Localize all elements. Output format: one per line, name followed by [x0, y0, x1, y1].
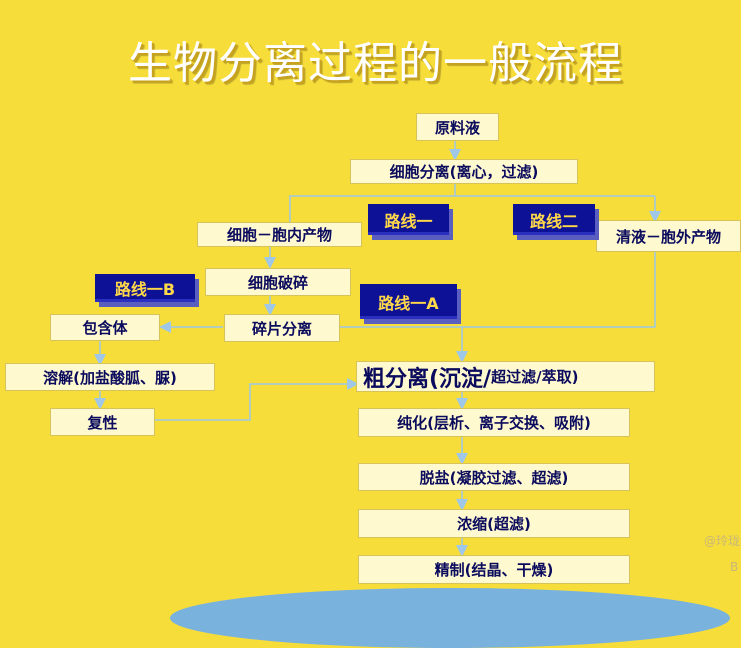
- node-renaturation: 复性: [50, 408, 155, 436]
- node-dissolution: 溶解(加盐酸胍、脲): [5, 363, 215, 391]
- node-crude-separation: 粗分离(沉淀/超过滤/萃取): [356, 361, 655, 392]
- node-purification: 纯化(层析、离子交换、吸附): [358, 408, 630, 437]
- node-refining: 精制(结晶、干燥): [358, 555, 630, 584]
- route-label-1: 路线一: [368, 204, 449, 235]
- watermark-text: @玲珑: [704, 534, 741, 548]
- node-inclusion-body: 包含体: [50, 314, 160, 341]
- slide-title: 生物分离过程的一般流程: [128, 38, 623, 89]
- node-cell-disruption: 细胞破碎: [205, 268, 351, 296]
- node-extracellular: 清液－胞外产物: [596, 220, 741, 252]
- route-label-1a: 路线一A: [360, 284, 457, 319]
- crude-separation-rest: 超过滤/萃取): [491, 368, 579, 386]
- node-concentration: 浓缩(超滤): [358, 509, 630, 538]
- node-cell-separation: 细胞分离(离心，过滤): [350, 159, 578, 184]
- crude-separation-main: 粗分离(沉淀/: [363, 366, 492, 392]
- node-debris-separation: 碎片分离: [224, 314, 340, 342]
- node-intracellular: 细胞－胞内产物: [197, 222, 362, 247]
- route-label-2: 路线二: [513, 204, 595, 235]
- watermark-text-2: B: [730, 560, 739, 574]
- arrow-renature-to-crude: [155, 378, 359, 421]
- node-raw-liquid: 原料液: [416, 113, 499, 141]
- flow-arrows: [94, 141, 661, 557]
- route-label-1b: 路线一B: [95, 274, 195, 302]
- node-desalting: 脱盐(凝胶过滤、超滤): [358, 463, 630, 491]
- arrow-to-intracellular: [289, 195, 655, 222]
- line-extracellular-down: [462, 252, 656, 328]
